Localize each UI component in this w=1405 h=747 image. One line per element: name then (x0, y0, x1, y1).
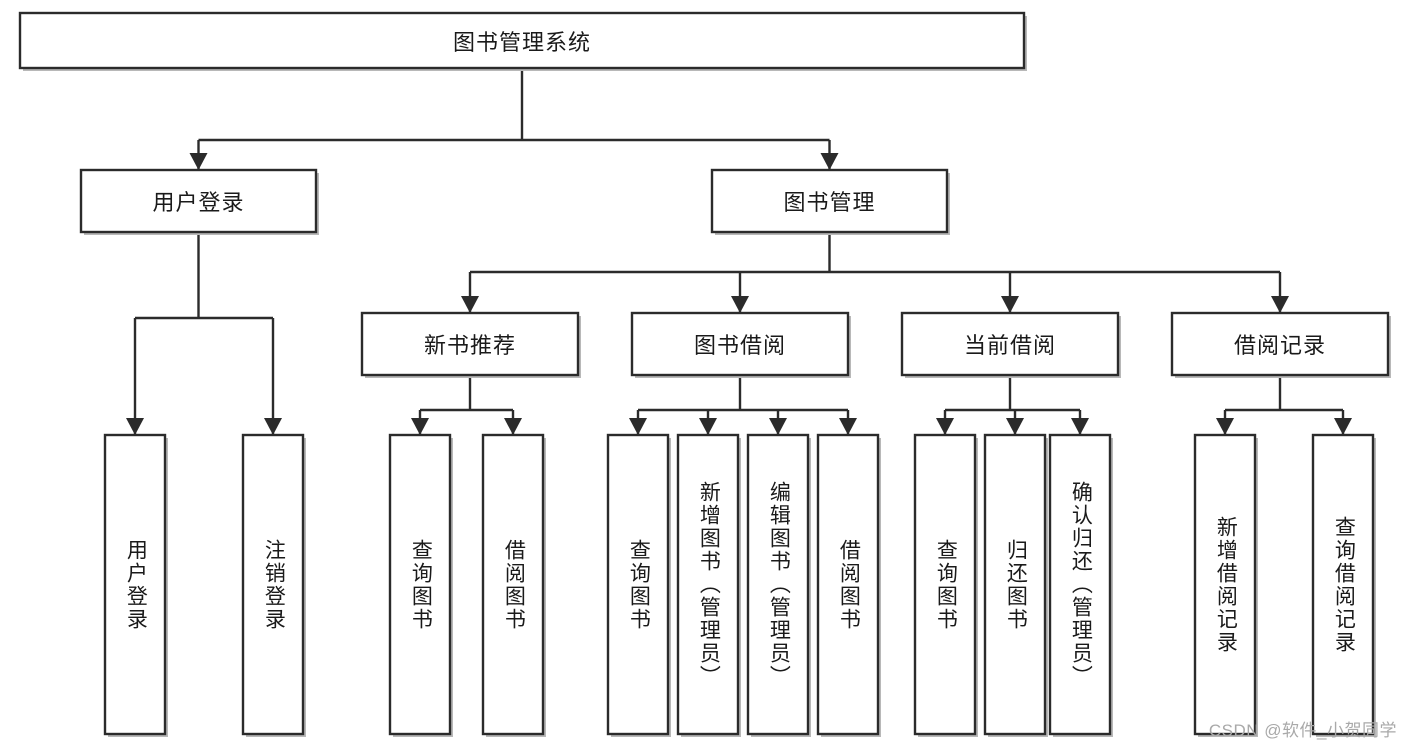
node-box-layer (18, 11, 1391, 737)
connector-arrowhead (936, 418, 954, 435)
node-box-root[interactable] (18, 11, 1026, 70)
connector-arrowhead (731, 296, 749, 313)
node-box-borrow-add-book[interactable] (676, 433, 740, 736)
connector-arrowhead (126, 418, 144, 435)
connector-arrowhead (629, 418, 647, 435)
node-box-current-return-book[interactable] (983, 433, 1047, 736)
node-box-current-query-book[interactable] (913, 433, 977, 736)
connector-arrowhead (264, 418, 282, 435)
connector-arrowhead (1216, 418, 1234, 435)
connector-arrowhead (1071, 418, 1089, 435)
connector-arrowhead (504, 418, 522, 435)
connector-arrowhead (461, 296, 479, 313)
connector-arrowhead (820, 153, 839, 170)
node-box-new-book-recommend[interactable] (360, 311, 580, 377)
connector-arrowhead (1334, 418, 1352, 435)
node-box-current-confirm-return[interactable] (1048, 433, 1112, 736)
node-box-borrow-borrow-book[interactable] (816, 433, 880, 736)
connector-arrowhead (839, 418, 857, 435)
connector-arrowhead (699, 418, 717, 435)
node-box-record-add[interactable] (1193, 433, 1257, 736)
csdn-watermark: CSDN @软件_小贺同学 (1208, 721, 1397, 740)
connector-arrowhead (189, 153, 208, 170)
connector-arrowhead (1001, 296, 1019, 313)
node-box-user-login[interactable] (79, 168, 318, 234)
node-box-borrow-query-book[interactable] (606, 433, 670, 736)
node-box-user-logout-leaf[interactable] (241, 433, 305, 736)
node-box-borrow-record[interactable] (1170, 311, 1390, 377)
connector-arrowhead (411, 418, 429, 435)
node-box-recommend-borrow-book[interactable] (481, 433, 545, 736)
connector-arrowhead (1006, 418, 1024, 435)
node-box-book-manage[interactable] (710, 168, 949, 234)
node-box-record-query[interactable] (1311, 433, 1375, 736)
connector-arrowhead (1271, 296, 1289, 313)
connector-layer (126, 68, 1352, 435)
node-box-book-borrow[interactable] (630, 311, 850, 377)
node-box-current-borrow[interactable] (900, 311, 1120, 377)
node-box-user-login-leaf[interactable] (103, 433, 167, 736)
connector-arrowhead (769, 418, 787, 435)
node-box-borrow-edit-book[interactable] (746, 433, 810, 736)
node-box-recommend-query-book[interactable] (388, 433, 452, 736)
